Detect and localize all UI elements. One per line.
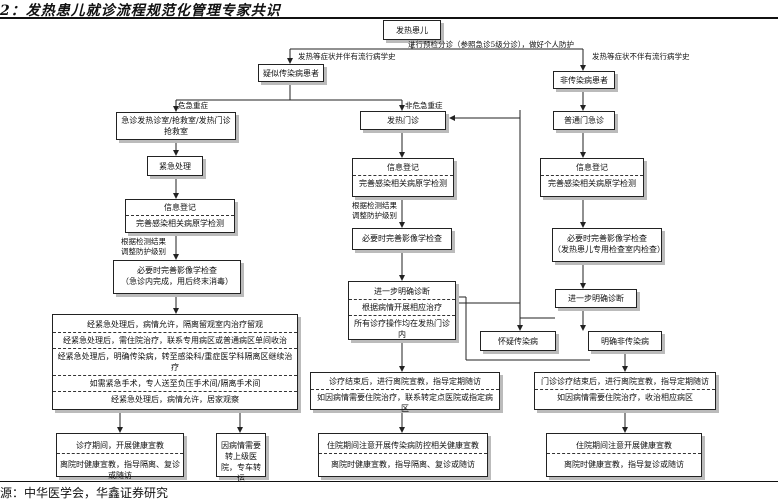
node-right-imaging: 必要时完善影像学检查 （发热患儿专用检查室内检查） [552,228,665,262]
node-confirm-non-infection: 明确非传染病 [588,331,662,351]
node-left-registration: 信息登记 完善感染相关病原学检测 [125,199,235,233]
node-mid-outcomes: 诊疗结束后，进行离院宣教，指导定期随访 如因病情需要住院治疗，联系转定点医院或指… [310,372,500,413]
node-fever-clinic: 发热门诊 [360,111,446,130]
node-left-bottom-1: 诊疗期间，开展健康宣教 离院时健康宣教，指导隔离、复诊或随访 [56,433,184,480]
label-non-critical: 非危急重症 [405,101,443,110]
node-suspect-infection: 怀疑传染病 [480,331,556,351]
node-mid-registration: 信息登记 完善感染相关病原学检测 [352,158,454,197]
label-adjust-left: 根据检测结果调整防护级别 [121,237,166,256]
node-suspected: 疑似传染病患者 [258,64,324,82]
node-emergency-treatment: 紧急处理 [147,156,203,176]
node-right-diagnosis: 进一步明确诊断 [555,289,637,308]
figure-title: 2：发热患儿就诊流程规范化管理专家共识 [0,3,281,19]
node-mid-bottom: 住院期间注意开展传染病防控相关健康宣教 离院时健康宣教，指导隔离、复诊或随访 [318,433,488,477]
source-rule [0,481,778,482]
node-left-imaging: 必要时完善影像学检查 （急诊内完成，用后终末消毒） [113,260,241,294]
node-general-clinic: 普通门急诊 [553,111,615,130]
node-patient: 发热患儿 [383,20,441,40]
node-left-outcomes: 经紧急处理后，病情允许，隔离留观室内治疗留观 经紧急处理后，需住院治疗，联系专用… [52,314,298,410]
node-right-bottom: 住院期间注意开展健康宣教 离院时健康宣教，指导复诊或随访 [546,433,702,477]
node-right-outcomes: 门诊诊疗结束后，进行离院宣教，指导定期随访 如因病情需要住院治疗，收治相应病区 [534,372,716,410]
node-non-infectious: 非传染病患者 [553,71,615,89]
title-rule [0,17,778,19]
label-without-history: 发热等症状不伴有流行病学史 [592,52,690,61]
node-right-registration: 信息登记 完善感染相关病原学检测 [540,158,644,197]
node-left-bottom-2: 因病情需要转上级医院，专车转运 [216,433,266,483]
label-with-history: 发热等症状并伴有流行病学史 [298,52,396,61]
node-mid-diagnosis: 进一步明确诊断 根据病情开展相应治疗 所有诊疗操作均在发热门诊内 [348,281,456,340]
node-mid-imaging: 必要时完善影像学检查 [352,228,452,250]
label-critical: 危急重症 [178,101,208,110]
source-note: 源：中华医学会，华鑫证券研究 [0,486,169,500]
label-adjust-mid: 根据检测结果调整防护级别 [352,201,397,220]
label-triage: 进行预检分诊（参照急诊5级分诊），做好个人防护 [408,40,575,49]
node-emergency-room: 急诊发热诊室/抢救室/发热门诊 抢救室 [116,112,236,140]
